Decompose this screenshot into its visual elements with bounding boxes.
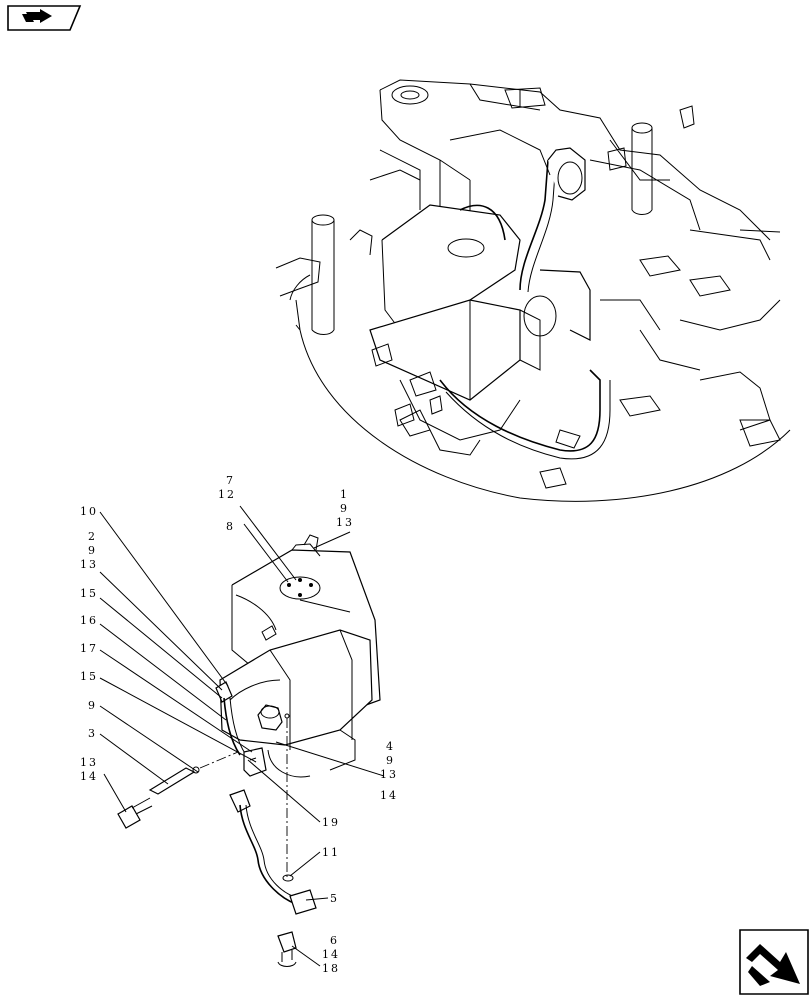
callout-4-9-13-14-line-4: 14 bbox=[380, 789, 398, 802]
callout-labels: 10 2 9 13 15 16 17 15 9 3 13 14 7 12 8 1… bbox=[80, 474, 398, 975]
callout-11-line-1: 11 bbox=[322, 846, 340, 859]
callout-4-9-13-14-line-3: 13 bbox=[380, 768, 398, 781]
machine-frame-assembly bbox=[275, 79, 791, 502]
leader-lines bbox=[99, 505, 385, 967]
callout-3-line-1: 3 bbox=[88, 727, 97, 740]
callout-13-14-line-1: 13 bbox=[80, 756, 98, 769]
callout-4-9-13-14-line-1: 4 bbox=[386, 740, 395, 753]
callout-15b-line-1: 15 bbox=[80, 670, 98, 683]
callout-5-line-1: 5 bbox=[330, 892, 339, 905]
callout-2-9-13-line-3: 13 bbox=[80, 558, 98, 571]
callout-1-9-13-line-3: 13 bbox=[336, 516, 354, 529]
callout-4-9-13-14-line-2: 9 bbox=[386, 754, 395, 767]
callout-10-line-1: 10 bbox=[80, 505, 98, 518]
callout-1-9-13-line-2: 9 bbox=[340, 502, 349, 515]
fuel-tank-exploded bbox=[117, 534, 381, 967]
callout-15a-line-1: 15 bbox=[80, 587, 98, 600]
upper-tank-assembly bbox=[369, 147, 611, 460]
callout-17-line-1: 17 bbox=[80, 642, 98, 655]
callout-6-14-18-line-3: 18 bbox=[322, 962, 340, 975]
callout-7-12-line-1: 7 bbox=[226, 474, 235, 487]
callout-8-line-1: 8 bbox=[226, 520, 235, 533]
callout-13-14-line-2: 14 bbox=[80, 770, 98, 783]
callout-1-9-13-line-1: 1 bbox=[340, 488, 349, 501]
callout-2-9-13-line-2: 9 bbox=[88, 544, 97, 557]
back-arrow-icon[interactable] bbox=[7, 5, 82, 31]
callout-19-line-1: 19 bbox=[322, 816, 340, 829]
callout-16-line-1: 16 bbox=[80, 614, 98, 627]
callout-2-9-13-line-1: 2 bbox=[88, 530, 97, 543]
callout-6-14-18-line-1: 6 bbox=[330, 934, 339, 947]
forward-arrow-icon[interactable] bbox=[739, 929, 809, 995]
callout-9-line-1: 9 bbox=[88, 699, 97, 712]
callout-6-14-18-line-2: 14 bbox=[322, 948, 340, 961]
callout-7-12-line-2: 12 bbox=[218, 488, 236, 501]
